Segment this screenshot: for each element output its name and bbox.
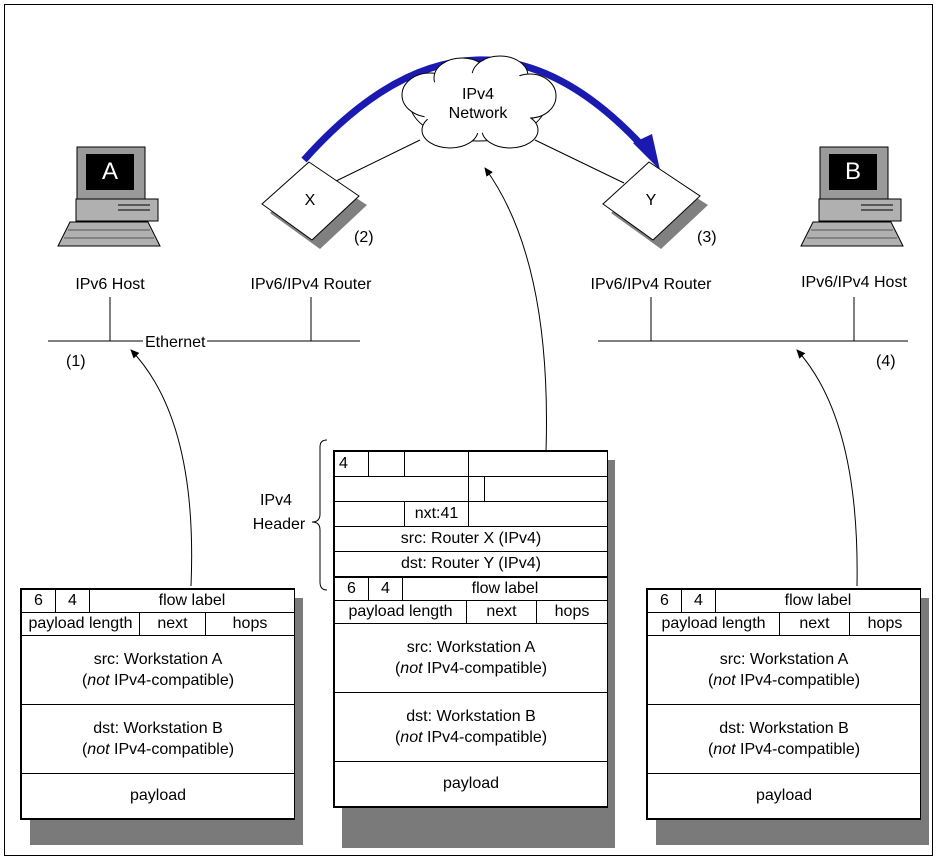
field-next: next <box>466 600 537 624</box>
field-hops: hops <box>204 612 296 636</box>
router-x-marker: (2) <box>354 229 374 246</box>
ipv4-field-total-length <box>468 451 608 477</box>
ipv4-field-dst: dst: Router Y (IPv4) <box>334 551 608 577</box>
not-word: not <box>87 741 110 758</box>
compat-text: IPv4-compatible) <box>422 660 548 677</box>
dst-text: dst: Workstation B <box>719 720 849 737</box>
ipv4-field-src: src: Router X (IPv4) <box>334 526 608 552</box>
field-next: next <box>139 612 206 636</box>
ipv4-field-checksum <box>468 501 608 527</box>
paren: ( <box>394 660 401 677</box>
packet-middle: 4 nxt:41 src: Router X (IPv4) dst: Route… <box>333 450 609 808</box>
router-x-shape <box>261 161 367 249</box>
src-text: src: Workstation A <box>719 651 849 668</box>
paren: ( <box>394 729 401 746</box>
router-x-letter: X <box>304 192 316 209</box>
compat-text: IPv4-compatible) <box>109 741 235 758</box>
ipv4-field-offset <box>484 476 608 502</box>
host-b-letter: B <box>844 158 861 185</box>
ipv4-header-label-line1: IPv4 <box>259 492 292 509</box>
host-a-caption: IPv6 Host <box>75 276 145 293</box>
compat-text: IPv4-compatible) <box>109 672 235 689</box>
field-src: src: Workstation A (not IPv4-compatible) <box>646 635 922 705</box>
arrow-packet-middle <box>484 167 547 453</box>
router-y-marker: (3) <box>697 229 717 246</box>
cloud-label-line2: Network <box>448 105 508 122</box>
paren: ( <box>707 741 714 758</box>
field-next: next <box>779 612 850 636</box>
field-version: 6 <box>21 589 56 613</box>
field-payload-length: payload length <box>647 612 780 636</box>
packet-right: 6 4 flow label payload length next hops … <box>646 588 922 820</box>
host-a-computer <box>57 146 161 247</box>
field-flow-label: flow label <box>88 589 296 613</box>
host-b-caption: IPv6/IPv4 Host <box>801 274 907 291</box>
not-word: not <box>400 729 423 746</box>
not-word: not <box>87 672 110 689</box>
arrow-packet-left <box>130 349 193 587</box>
marker-4: (4) <box>876 353 896 370</box>
not-word: not <box>400 660 423 677</box>
not-word: not <box>713 672 736 689</box>
field-dst: dst: Workstation B (not IPv4-compatible) <box>333 692 609 762</box>
field-version: 6 <box>334 577 369 601</box>
field-hops: hops <box>535 600 609 624</box>
diagram-frame <box>4 4 933 856</box>
field-payload: payload <box>20 773 296 819</box>
field-flow-label: flow label <box>401 577 609 601</box>
router-y-caption: IPv6/IPv4 Router <box>590 276 712 293</box>
ipv4-field-ttl <box>334 501 405 527</box>
tunnel-arc <box>301 56 649 163</box>
router-x-caption: IPv6/IPv4 Router <box>250 276 372 293</box>
ipv4-field-hlen <box>368 451 405 477</box>
field-dst: dst: Workstation B (not IPv4-compatible) <box>646 704 922 774</box>
field-version: 6 <box>647 589 682 613</box>
host-b-computer <box>800 146 904 247</box>
link-x-cloud <box>331 139 421 184</box>
tunnel-arrowhead <box>633 134 660 170</box>
packet-left: 6 4 flow label payload length next hops … <box>20 588 296 820</box>
field-src: src: Workstation A (not IPv4-compatible) <box>20 635 296 705</box>
field-payload: payload <box>646 773 922 819</box>
compat-text: IPv4-compatible) <box>422 729 548 746</box>
field-hops: hops <box>848 612 922 636</box>
field-payload-length: payload length <box>21 612 140 636</box>
ipv4-header-label-line2: Header <box>252 516 306 533</box>
ipv4-cloud <box>401 55 557 149</box>
field-src: src: Workstation A (not IPv4-compatible) <box>333 623 609 693</box>
ipv4-field-tos <box>404 451 469 477</box>
cloud-label-line1: IPv4 <box>461 86 494 103</box>
ipv4-field-protocol: nxt:41 <box>404 501 469 527</box>
field-dst: dst: Workstation B (not IPv4-compatible) <box>20 704 296 774</box>
ipv4-field-id <box>334 476 469 502</box>
router-y-shape <box>602 161 708 249</box>
src-text: src: Workstation A <box>93 651 223 668</box>
not-word: not <box>713 741 736 758</box>
field-flow-label: flow label <box>714 589 922 613</box>
field-payload: payload <box>333 761 609 807</box>
compat-text: IPv4-compatible) <box>735 741 861 758</box>
marker-1: (1) <box>66 353 86 370</box>
arrow-packet-right <box>796 349 858 587</box>
paren: ( <box>707 672 714 689</box>
ipv4-header-brace <box>311 439 328 591</box>
field-class: 4 <box>55 589 90 613</box>
field-class: 4 <box>368 577 403 601</box>
compat-text: IPv4-compatible) <box>735 672 861 689</box>
src-text: src: Workstation A <box>406 639 536 656</box>
paren: ( <box>81 672 88 689</box>
link-cloud-y <box>534 139 625 184</box>
router-y-letter: Y <box>645 192 657 209</box>
ipv4-field-flags <box>468 476 485 502</box>
ipv4-field-version: 4 <box>334 451 369 477</box>
field-class: 4 <box>681 589 716 613</box>
ethernet-label: Ethernet <box>143 334 208 352</box>
dst-text: dst: Workstation B <box>406 708 536 725</box>
dst-text: dst: Workstation B <box>93 720 223 737</box>
host-a-letter: A <box>101 158 118 185</box>
field-payload-length: payload length <box>334 600 467 624</box>
paren: ( <box>81 741 88 758</box>
